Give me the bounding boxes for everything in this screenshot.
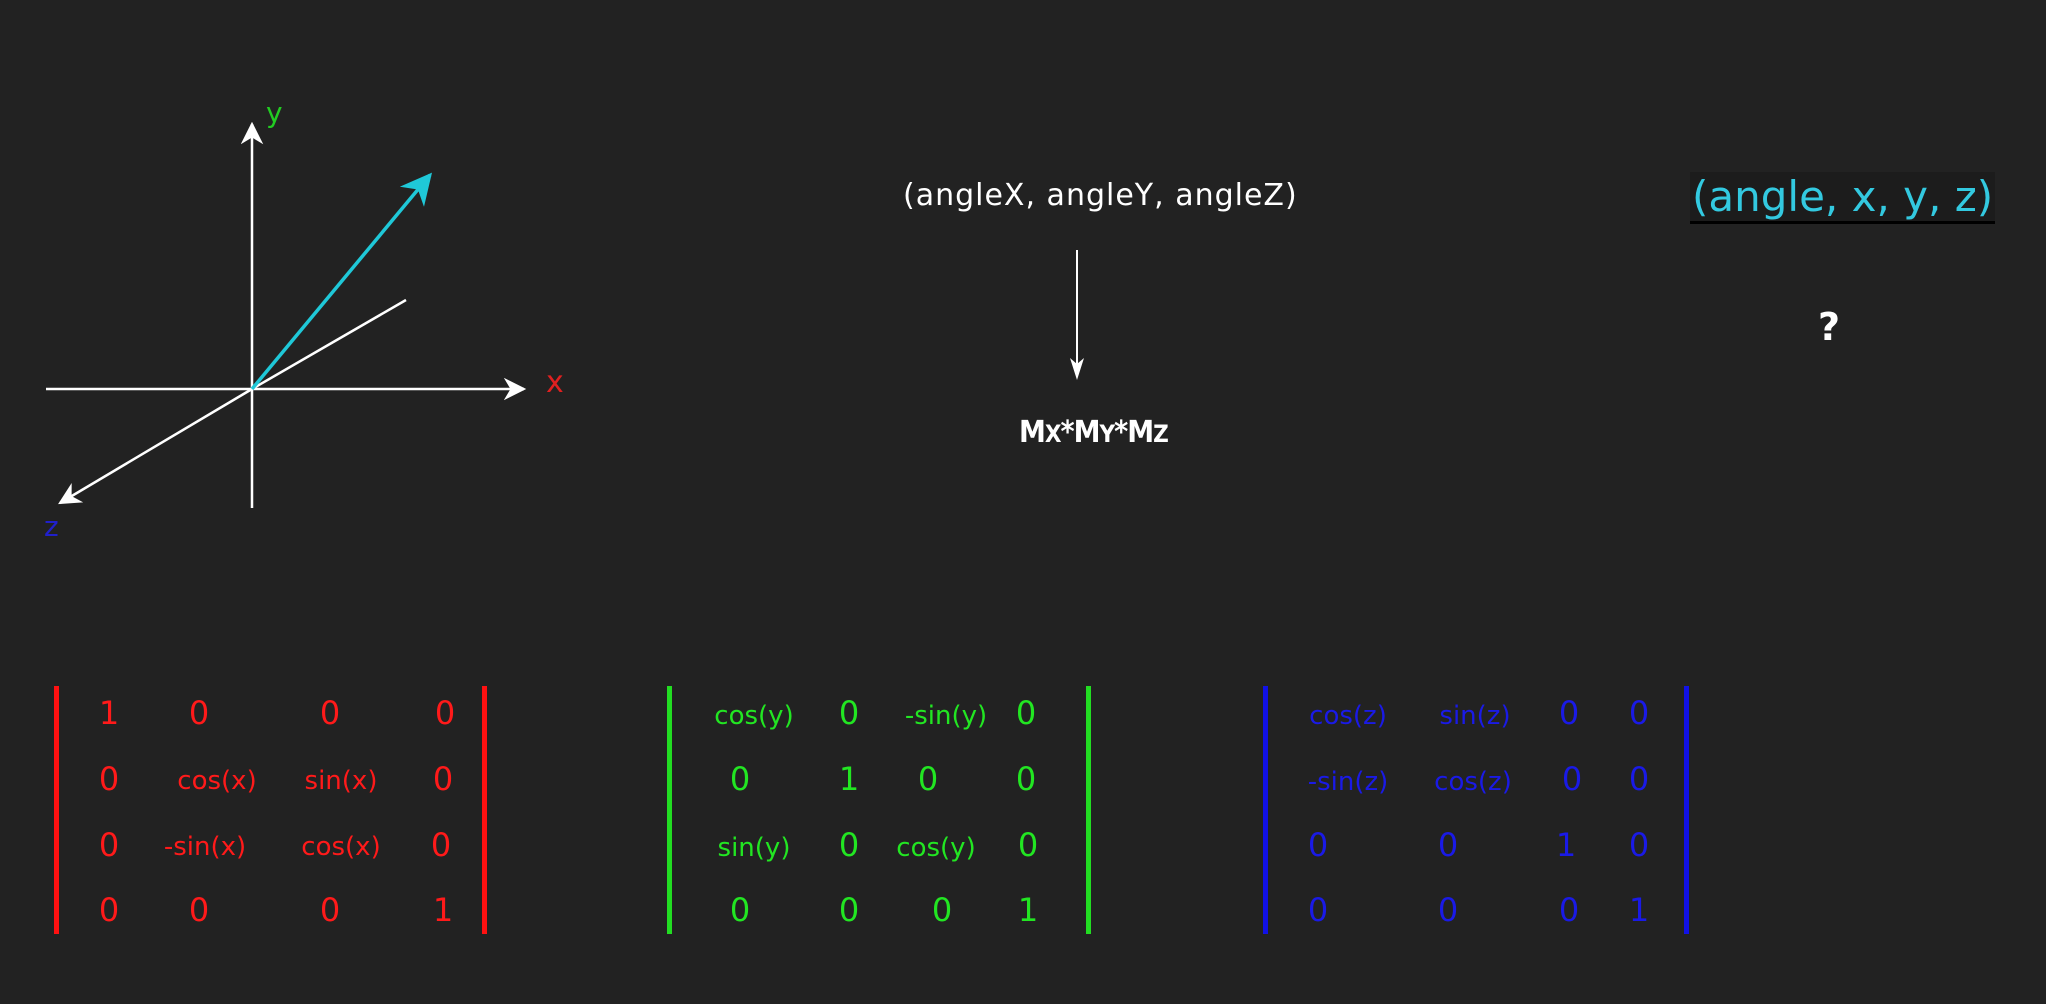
down-arrow-icon [1070, 250, 1084, 380]
matrix-z-cell-r2c0: 0 [1307, 826, 1329, 864]
axis-angle-tuple: (angle, x, y, z) [1690, 172, 1996, 224]
matrix-z-cell-r1c0: -sin(z) [1307, 767, 1389, 797]
matrix-z-cell-r3c0: 0 [1307, 891, 1329, 929]
x-axis-label: x [546, 365, 564, 400]
matrix-y-cell-r2c3: 0 [1017, 826, 1039, 864]
matrix-y-cell-r3c2: 0 [931, 891, 953, 929]
matrix-z-cell-r1c3: 0 [1628, 760, 1650, 798]
matrix-z-cell-r1c1: cos(z) [1434, 767, 1512, 797]
matrix-z-cell-r2c2: 1 [1555, 826, 1577, 864]
matrix-x-cell-r1c3: 0 [432, 760, 454, 798]
matrix-x-cell-r3c1: 0 [188, 891, 210, 929]
matrix-x-cell-r2c3: 0 [430, 826, 452, 864]
matrix-x-cell-r1c1: cos(x) [177, 766, 257, 796]
matrix-x-cell-r2c1: -sin(x) [163, 832, 247, 862]
matrix-x-cell-r3c2: 0 [319, 891, 341, 929]
matrix-x-cell-r1c2: sin(x) [304, 766, 378, 796]
matrix-z-cell-r0c0: cos(z) [1309, 701, 1387, 731]
matrix-y-cell-r0c0: cos(y) [714, 701, 794, 731]
matrix-y-cell-r0c3: 0 [1015, 694, 1037, 732]
question-mark: ? [1818, 305, 1841, 349]
rotation-axis-vector [250, 172, 433, 391]
product-sub-x: X [1044, 420, 1062, 448]
matrix-x-cell-r3c3: 1 [432, 891, 454, 929]
matrix-z-cell-r1c2: 0 [1561, 760, 1583, 798]
product-sub-z: Z [1153, 420, 1169, 448]
matrix-y-cell-r2c1: 0 [838, 826, 860, 864]
product-m3: M [1127, 415, 1154, 450]
matrix-x-cell-r0c2: 0 [319, 694, 341, 732]
matrix-y-cell-r3c3: 1 [1017, 891, 1039, 929]
coordinate-axes-diagram: x y z [44, 96, 564, 543]
matrix-x-cell-r0c0: 1 [98, 694, 120, 732]
matrix-y-cell-r3c1: 0 [838, 891, 860, 929]
matrix-z-cell-r0c2: 0 [1558, 694, 1580, 732]
euler-angles-tuple: (angleX, angleY, angleZ) [903, 178, 1298, 213]
matrix-product-formula: MX*MY*MZ [1019, 415, 1169, 450]
matrix-z-cell-r2c1: 0 [1437, 826, 1459, 864]
matrix-x-cell-r2c0: 0 [98, 826, 120, 864]
z-axis-line [58, 387, 253, 505]
matrix-z-cell-r0c1: sin(z) [1439, 701, 1511, 731]
matrix-x-cell-r1c0: 0 [98, 760, 120, 798]
matrix-z-cell-r2c3: 0 [1628, 826, 1650, 864]
matrix-z-cell-r3c3: 1 [1628, 891, 1650, 929]
matrix-x-cell-r0c1: 0 [188, 694, 210, 732]
y-axis-label: y [266, 96, 283, 129]
matrix-z-cell-r3c2: 0 [1558, 891, 1580, 929]
rotation-matrix-x: 1 0 0 0 0 cos(x) sin(x) 0 0 -sin(x) cos(… [54, 686, 487, 934]
matrix-z-cell-r0c3: 0 [1628, 694, 1650, 732]
product-op-1: * [1060, 415, 1075, 450]
matrix-x-cell-r0c3: 0 [434, 694, 456, 732]
matrix-y-cell-r1c2: 0 [917, 760, 939, 798]
product-m2: M [1073, 415, 1101, 450]
matrix-y-cell-r1c0: 0 [729, 760, 751, 798]
matrix-z-cell-r3c1: 0 [1437, 891, 1459, 929]
matrix-y-cell-r1c3: 0 [1015, 760, 1037, 798]
matrix-x-cell-r3c0: 0 [98, 891, 120, 929]
product-sub-y: Y [1099, 420, 1116, 448]
matrix-y-cell-r2c2: cos(y) [896, 833, 976, 863]
product-op-2: * [1114, 415, 1128, 450]
z-axis-back-line [251, 298, 407, 391]
matrix-y-cell-r2c0: sin(y) [717, 833, 791, 863]
matrix-x-cell-r2c2: cos(x) [301, 832, 381, 862]
rotation-matrix-z: cos(z) sin(z) 0 0 -sin(z) cos(z) 0 0 0 0… [1263, 686, 1689, 934]
product-m1: M [1019, 415, 1046, 450]
matrix-y-cell-r1c1: 1 [838, 760, 860, 798]
z-axis-label: z [44, 510, 59, 543]
matrix-y-cell-r0c1: 0 [838, 694, 860, 732]
matrix-y-cell-r3c0: 0 [729, 891, 751, 929]
rotation-matrix-y: cos(y) 0 -sin(y) 0 0 1 0 0 sin(y) 0 cos(… [667, 686, 1091, 934]
matrix-y-cell-r0c2: -sin(y) [904, 701, 988, 731]
